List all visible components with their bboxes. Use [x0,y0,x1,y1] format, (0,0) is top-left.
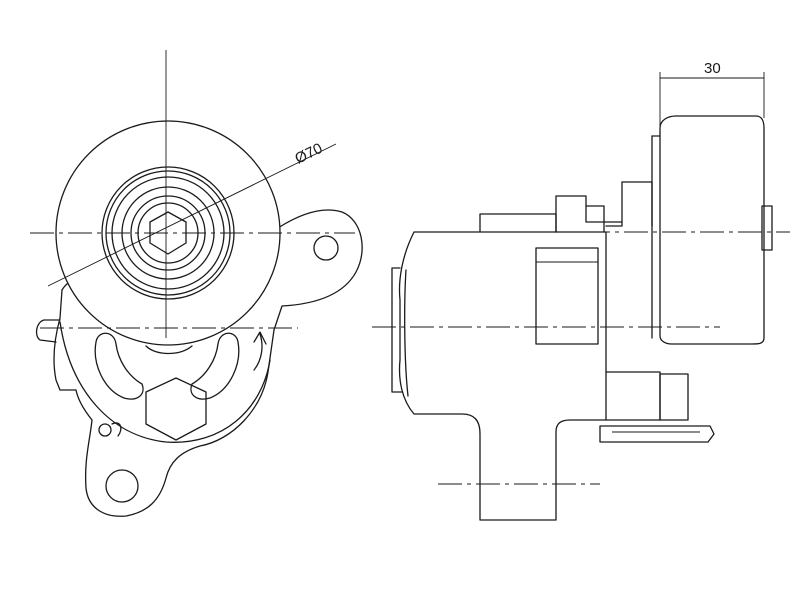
front-mount-hole-right [313,235,339,261]
front-bracket-outline [53,209,363,517]
side-view: 30 [372,60,790,521]
front-arm-disc-lower [59,321,271,443]
side-width-label: 30 [704,60,721,77]
front-left-tab [35,319,61,343]
side-top-block-3 [585,205,623,223]
front-stop-pin [98,423,112,437]
side-center-bolt [761,205,773,251]
side-hub-ring [605,181,653,227]
front-slot-left [94,332,144,400]
side-arm-block [605,371,661,421]
side-housing-outline [398,231,607,521]
side-top-block-2 [555,195,605,233]
front-rotation-arrow [253,333,263,371]
front-view: Ø70 [30,50,363,517]
front-stop-pin-detail [111,422,122,437]
side-pulley-outline [659,115,765,345]
front-arm-hex-nut [145,377,207,441]
side-housing-inner-curve [404,269,409,397]
front-diameter-label: Ø70 [292,140,325,168]
front-rotation-arrowhead [253,331,267,345]
side-housing-rim [391,267,403,393]
front-mount-hole-bottom [105,469,139,503]
side-housing-window [535,247,599,345]
front-boss-arc [145,345,193,355]
front-diameter-dimension-line [47,143,337,287]
side-lower-bolt-head [659,373,689,421]
side-arm-plate [599,425,715,443]
front-slot-right [190,332,240,400]
front-center-hex-bolt [149,211,187,255]
side-top-block [479,213,557,233]
